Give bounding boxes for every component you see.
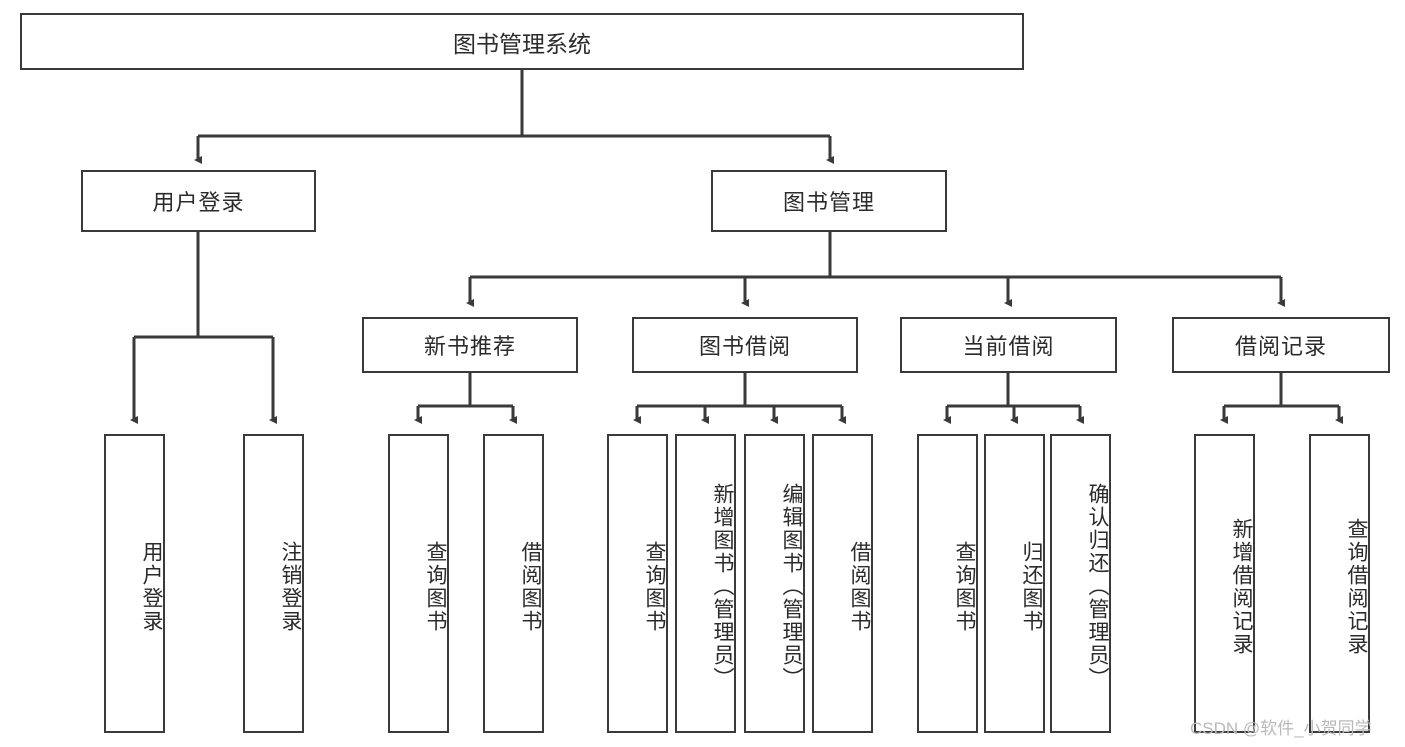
node-user-login[interactable]: 用户登录: [81, 170, 316, 232]
node-leaf-add-record[interactable]: 新增借阅记录: [1194, 434, 1255, 733]
node-leaf-query-book-3[interactable]: 查询图书: [917, 434, 978, 733]
node-leaf-query-book-1[interactable]: 查询图书: [388, 434, 449, 733]
node-root-system[interactable]: 图书管理系统: [20, 13, 1024, 70]
node-borrow-record[interactable]: 借阅记录: [1172, 317, 1390, 373]
node-label: 当前借阅: [962, 334, 1055, 359]
node-label: 新增借阅记录: [1230, 517, 1253, 656]
node-leaf-confirm-return[interactable]: 确认归还（管理员）: [1050, 434, 1111, 733]
node-label: 确认归还（管理员）: [1086, 483, 1109, 690]
node-book-borrow[interactable]: 图书借阅: [632, 317, 858, 373]
node-current-borrow[interactable]: 当前借阅: [900, 317, 1117, 373]
node-label: 借阅图书: [848, 540, 871, 633]
node-label: 查询借阅记录: [1345, 517, 1368, 656]
node-book-manage[interactable]: 图书管理: [711, 170, 947, 232]
node-label: 查询图书: [953, 540, 976, 633]
node-leaf-user-login[interactable]: 用户登录: [104, 434, 165, 733]
node-label: 查询图书: [424, 540, 447, 633]
watermark: CSDN @软件_小贺同学: [1190, 719, 1372, 738]
node-new-book-recommend[interactable]: 新书推荐: [362, 317, 578, 373]
node-leaf-borrow-book-1[interactable]: 借阅图书: [483, 434, 544, 733]
node-label: 查询图书: [643, 540, 666, 633]
node-leaf-query-book-2[interactable]: 查询图书: [607, 434, 668, 733]
node-leaf-return-book[interactable]: 归还图书: [984, 434, 1045, 733]
node-label: 归还图书: [1020, 540, 1043, 633]
node-leaf-borrow-book-2[interactable]: 借阅图书: [812, 434, 873, 733]
node-leaf-user-logout[interactable]: 注销登录: [243, 434, 304, 733]
node-label: 新增图书（管理员）: [711, 483, 734, 690]
node-label: 借阅记录: [1234, 334, 1327, 359]
node-label: 编辑图书（管理员）: [780, 483, 803, 690]
node-label: 新书推荐: [423, 334, 516, 359]
node-label: 用户登录: [152, 190, 245, 215]
node-label: 图书管理系统: [453, 30, 591, 57]
node-leaf-add-book[interactable]: 新增图书（管理员）: [675, 434, 736, 733]
node-label: 图书借阅: [698, 334, 791, 359]
node-leaf-query-record[interactable]: 查询借阅记录: [1309, 434, 1370, 733]
node-label: 借阅图书: [519, 540, 542, 633]
node-label: 用户登录: [140, 540, 163, 633]
node-leaf-edit-book[interactable]: 编辑图书（管理员）: [744, 434, 805, 733]
node-label: 注销登录: [279, 540, 302, 633]
node-label: 图书管理: [782, 190, 875, 215]
